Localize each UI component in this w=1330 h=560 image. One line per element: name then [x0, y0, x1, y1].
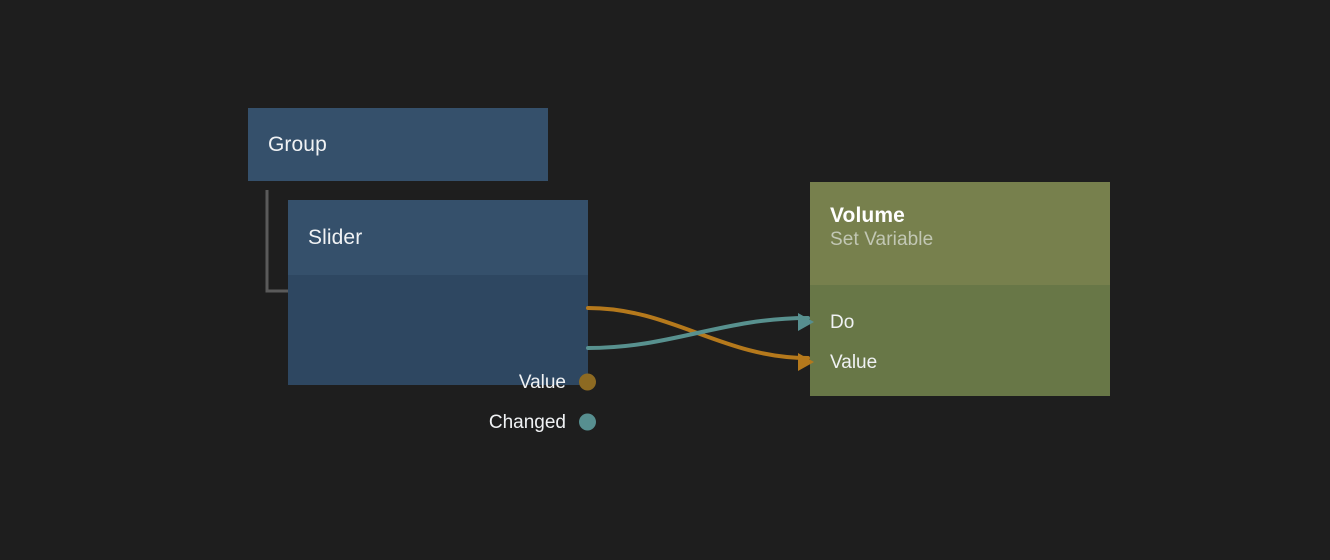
port-label-volume-value: Value	[830, 351, 878, 373]
node-volume-title: Volume	[830, 204, 905, 227]
node-slider-header[interactable]: Slider	[288, 200, 588, 275]
port-label-slider-value: Value	[518, 371, 566, 393]
node-volume-body: Do Value	[798, 285, 1110, 396]
node-volume[interactable]: Volume Set Variable Do Value	[798, 182, 1110, 396]
port-arrow-volume-do[interactable]	[798, 313, 814, 331]
port-dot-slider-changed[interactable]	[579, 413, 596, 431]
node-volume-subtitle: Set Variable	[830, 228, 934, 250]
node-slider[interactable]: Slider Value Changed	[288, 200, 596, 432]
port-row-volume-value[interactable]: Value	[798, 351, 878, 373]
port-label-volume-do: Do	[830, 311, 855, 333]
port-row-volume-do[interactable]: Do	[798, 311, 855, 333]
port-dot-slider-value[interactable]	[579, 373, 596, 391]
port-row-slider-changed[interactable]: Changed	[288, 411, 596, 433]
port-row-slider-value[interactable]: Value	[288, 371, 596, 393]
node-slider-title: Slider	[308, 226, 363, 249]
node-group[interactable]: Group	[248, 108, 548, 181]
node-volume-header[interactable]: Volume Set Variable	[810, 182, 1110, 285]
port-arrow-volume-value[interactable]	[798, 353, 814, 371]
node-slider-body: Value Changed	[288, 275, 596, 432]
wire-changed-to-do	[586, 316, 810, 350]
node-group-header[interactable]: Group	[248, 108, 548, 181]
port-label-slider-changed: Changed	[488, 411, 566, 433]
node-group-title: Group	[268, 133, 327, 156]
wire-value-to-value	[586, 306, 810, 360]
